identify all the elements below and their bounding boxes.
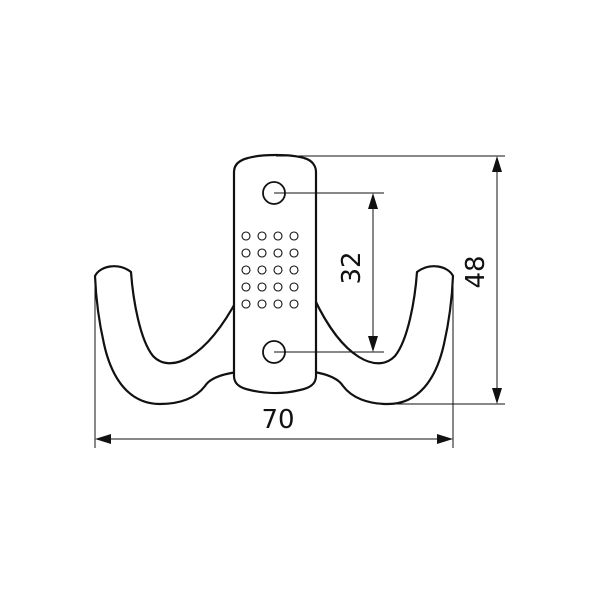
width-dimension: 70 xyxy=(94,280,454,448)
grid-dot xyxy=(289,299,299,309)
grid-dot xyxy=(289,231,299,241)
grid-dot xyxy=(257,248,267,258)
grid-dot xyxy=(241,231,251,241)
grid-dot xyxy=(257,282,267,292)
grid-dot xyxy=(273,282,283,292)
grid-dot xyxy=(289,248,299,258)
grid-dot xyxy=(257,265,267,275)
mounting-plate-outline xyxy=(232,153,318,395)
grid-dot xyxy=(273,265,283,275)
hook-arms-outline xyxy=(93,265,240,406)
hook-right-arm-outline xyxy=(312,265,455,406)
width-dimension-label: 70 xyxy=(261,405,294,435)
grid-dot xyxy=(257,299,267,309)
grid-dot xyxy=(241,299,251,309)
grid-dot xyxy=(273,299,283,309)
decorative-dot-grid xyxy=(241,231,299,309)
grid-dot xyxy=(273,248,283,258)
grid-dot xyxy=(241,282,251,292)
hole-spacing-dimension: 32 xyxy=(274,192,384,353)
grid-dot xyxy=(241,248,251,258)
height-dimension: 48 xyxy=(276,155,505,405)
grid-dot xyxy=(273,231,283,241)
height-dimension-label: 48 xyxy=(461,255,491,288)
grid-dot xyxy=(289,265,299,275)
grid-dot xyxy=(257,231,267,241)
hole-spacing-dimension-label: 32 xyxy=(337,251,367,284)
grid-dot xyxy=(289,282,299,292)
grid-dot xyxy=(241,265,251,275)
